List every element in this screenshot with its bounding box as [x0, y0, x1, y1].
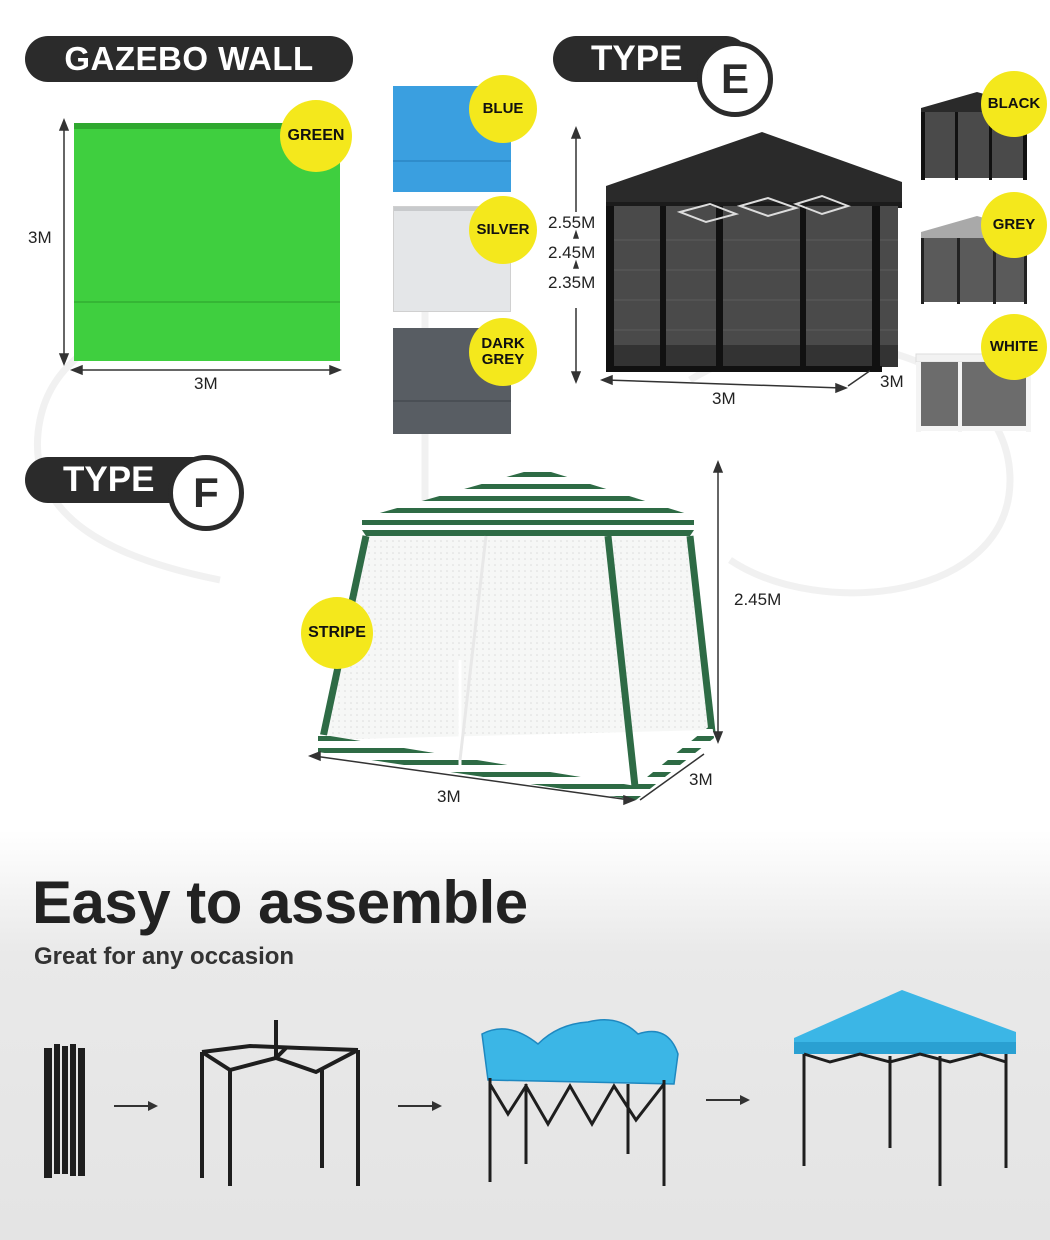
step-arrow-icon — [114, 1101, 158, 1111]
assembly-heading: Easy to assemble — [32, 869, 528, 936]
type-f-height-label: 2.45M — [734, 590, 782, 609]
type-e-height-3: 2.35M — [548, 273, 596, 292]
type-f-striped-gazebo — [318, 468, 716, 800]
black-variant-badge: BLACK — [981, 71, 1047, 137]
type-e-black-gazebo — [606, 132, 902, 372]
blue-badge: BLUE — [469, 75, 537, 143]
green-badge: GREEN — [280, 100, 352, 172]
assembly-step-2-frame — [200, 1020, 360, 1186]
type-f-title: TYPE — [63, 460, 155, 499]
dark-grey-badge: DARK GREY — [469, 318, 537, 386]
type-e-dimension-arrows — [570, 125, 870, 394]
type-f-dimension-arrows — [307, 460, 724, 806]
type-e-width-label: 3M — [712, 389, 736, 408]
green-wall-dimension-arrows — [58, 117, 343, 376]
type-f-width-label: 3M — [437, 787, 461, 806]
type-e-height-1: 2.55M — [548, 213, 596, 232]
type-e-depth-label: 3M — [880, 372, 904, 391]
green-wall-height-label: 3M — [28, 228, 52, 247]
assembly-step-4-complete-gazebo — [794, 990, 1016, 1186]
assembly-subheading: Great for any occasion — [34, 943, 295, 970]
white-variant-badge: WHITE — [981, 314, 1047, 380]
step-arrow-icon — [398, 1101, 442, 1111]
gazebo-wall-title: GAZEBO WALL — [64, 40, 314, 77]
stripe-badge: STRIPE — [301, 597, 373, 669]
gazebo-wall-title-pill: GAZEBO WALL — [25, 36, 353, 82]
type-e-height-2: 2.45M — [548, 243, 596, 262]
type-e-title: TYPE — [591, 39, 683, 78]
assembly-step-1-folded-frame — [44, 1044, 85, 1178]
assembly-step-3-partial-canopy — [481, 1019, 679, 1186]
type-f-depth-label: 3M — [689, 770, 713, 789]
green-wall-width-label: 3M — [194, 374, 218, 393]
type-f-letter-badge: F — [168, 455, 244, 531]
step-arrow-icon — [706, 1095, 750, 1105]
type-e-letter-badge: E — [697, 41, 773, 117]
grey-variant-badge: GREY — [981, 192, 1047, 258]
silver-badge: SILVER — [469, 196, 537, 264]
